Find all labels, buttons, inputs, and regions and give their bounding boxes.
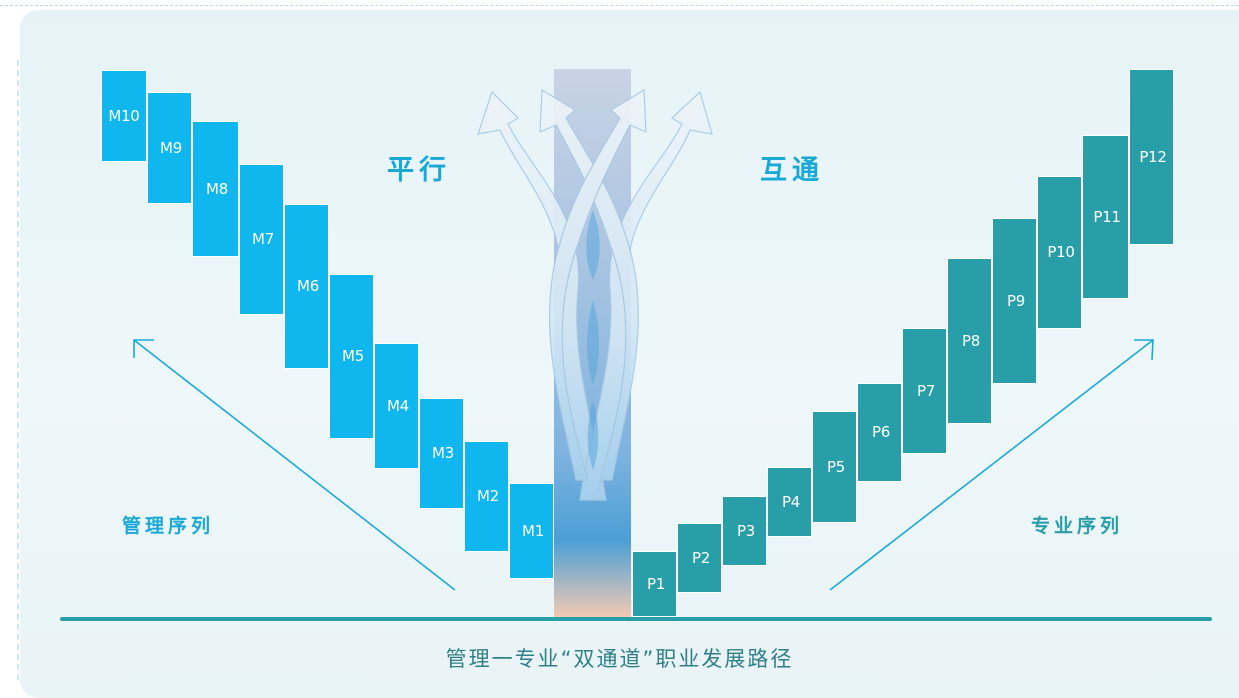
diagonal-arrow-up-right-icon — [829, 339, 1154, 591]
mgmt-level-label: M9 — [160, 138, 182, 157]
mgmt-level-m4: M4 — [374, 343, 419, 469]
top-dashed-border — [0, 5, 1239, 6]
prof-level-p4: P4 — [767, 467, 812, 537]
prof-level-label: P6 — [872, 423, 890, 441]
ribbon-gap-3 — [586, 210, 600, 280]
mgmt-level-m6: M6 — [284, 204, 329, 369]
prof-level-label: P5 — [827, 457, 845, 476]
prof-level-p10: P10 — [1037, 176, 1082, 329]
mgmt-level-label: M4 — [387, 396, 409, 415]
mgmt-level-m3: M3 — [419, 398, 464, 509]
prof-level-label: P3 — [737, 521, 755, 540]
prof-level-label: P4 — [782, 492, 800, 511]
ribbon-gap-2 — [587, 400, 599, 470]
prof-level-p1: P1 — [632, 551, 677, 617]
mgmt-level-m1: M1 — [509, 483, 554, 579]
mgmt-level-m7: M7 — [239, 164, 284, 315]
mgmt-level-label: M8 — [206, 179, 228, 198]
mgmt-level-label: M1 — [522, 521, 544, 540]
prof-level-label: P11 — [1093, 207, 1121, 226]
baseline — [60, 617, 1212, 621]
prof-level-p3: P3 — [722, 496, 767, 566]
management-track-label: 管理序列 — [122, 515, 215, 537]
mgmt-level-label: M7 — [252, 230, 274, 248]
prof-level-label: P10 — [1047, 243, 1075, 261]
mgmt-level-label: M10 — [108, 106, 140, 125]
mgmt-level-label: M6 — [297, 277, 319, 295]
prof-level-label: P9 — [1007, 291, 1025, 310]
mgmt-level-m9: M9 — [147, 92, 192, 204]
parallel-title: 平行 — [387, 155, 451, 186]
mgmt-level-m5: M5 — [329, 274, 374, 439]
prof-level-label: P2 — [692, 548, 710, 567]
prof-level-p9: P9 — [992, 218, 1037, 384]
prof-level-p11: P11 — [1082, 135, 1129, 299]
ribbon-gap-1 — [587, 300, 599, 385]
prof-level-label: P7 — [917, 381, 935, 400]
mgmt-level-label: M3 — [432, 444, 454, 462]
prof-level-label: P8 — [962, 331, 980, 350]
ribbon-center-right — [548, 88, 647, 481]
prof-level-p12: P12 — [1129, 69, 1174, 245]
prof-level-p5: P5 — [812, 411, 857, 523]
prof-level-label: P1 — [647, 574, 665, 593]
diagram-caption: 管理一专业“双通道”职业发展路径 — [445, 647, 794, 671]
mgmt-level-m10: M10 — [101, 70, 147, 162]
prof-level-p7: P7 — [902, 328, 947, 454]
mgmt-level-m8: M8 — [192, 121, 239, 257]
left-dashed-border — [17, 60, 19, 680]
mgmt-level-m2: M2 — [464, 441, 509, 552]
prof-level-p2: P2 — [677, 523, 722, 593]
prof-level-p8: P8 — [947, 258, 992, 424]
mgmt-level-label: M2 — [477, 487, 499, 505]
ribbon-center-left — [539, 88, 639, 481]
prof-level-p6: P6 — [857, 383, 902, 482]
prof-level-label: P12 — [1139, 147, 1167, 166]
mgmt-level-label: M5 — [342, 347, 364, 365]
diagonal-arrow-up-left-icon — [133, 339, 456, 591]
interchange-title: 互通 — [760, 155, 824, 186]
professional-track-label: 专业序列 — [1031, 515, 1124, 537]
